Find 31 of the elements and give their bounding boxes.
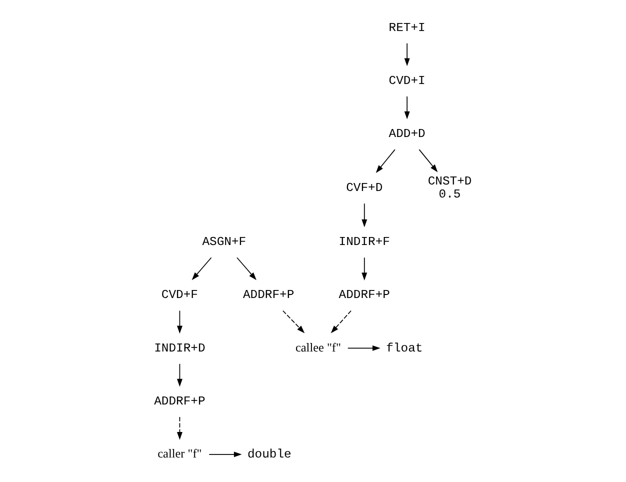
node-text: CVD+F — [161, 288, 198, 302]
arrow — [176, 363, 182, 387]
node-text: ADD+D — [388, 127, 426, 142]
arrow — [418, 149, 438, 172]
arrow — [176, 310, 182, 334]
node-text: ADDRF+P — [242, 288, 294, 302]
node-text: CVF+D — [346, 181, 383, 196]
arrow — [404, 42, 410, 66]
arrow — [208, 452, 242, 458]
node-text: CNST+D 0.5 — [428, 174, 472, 202]
arrow — [236, 257, 256, 280]
node-text: ADDRF+P — [154, 394, 206, 409]
node-text: double — [248, 448, 292, 462]
arrow — [404, 96, 410, 120]
node-text: callee "f" — [295, 340, 341, 354]
arrow — [282, 310, 305, 334]
node-text: RET+I — [388, 20, 426, 35]
node-text: float — [386, 341, 423, 356]
node-text: caller "f" — [158, 446, 202, 461]
arrow — [347, 345, 380, 351]
node-text: CVD+I — [388, 74, 426, 88]
arrow — [362, 257, 368, 280]
node-text: INDIR+F — [338, 235, 390, 250]
node-text: ADDRF+P — [338, 288, 390, 302]
arrow — [192, 257, 212, 280]
node-text: ASGN+F — [202, 235, 246, 250]
arrow — [330, 310, 352, 334]
arrow — [362, 203, 368, 228]
node-text: INDIR+D — [154, 341, 206, 356]
arrow — [376, 149, 396, 173]
arrow — [176, 416, 182, 440]
